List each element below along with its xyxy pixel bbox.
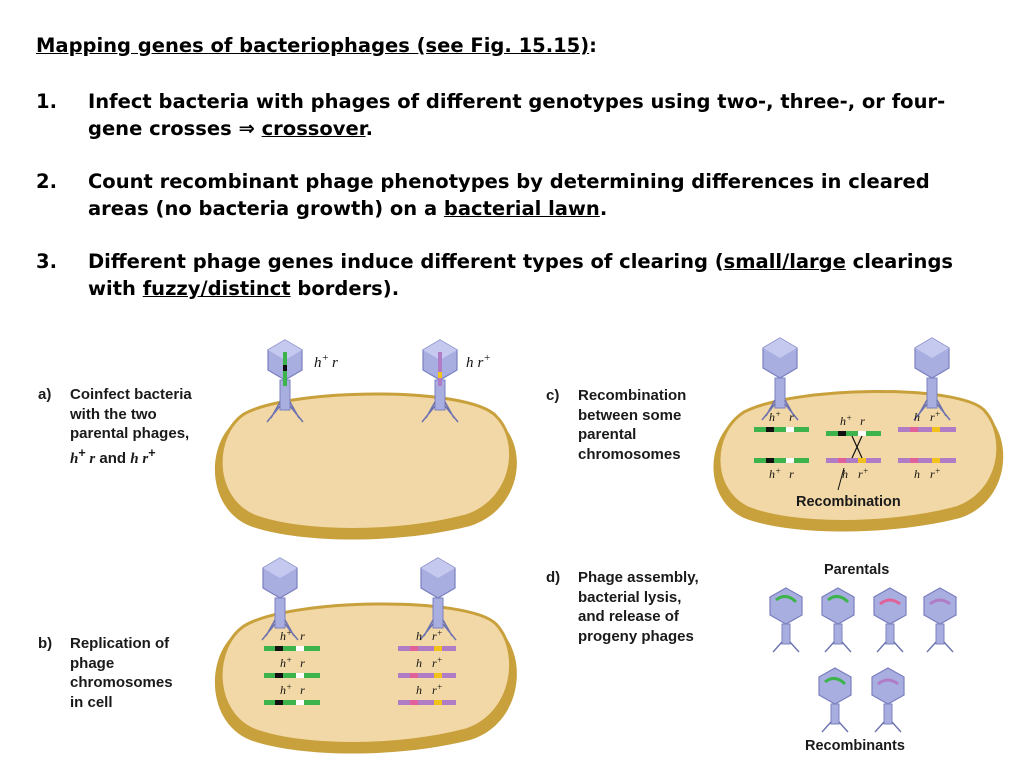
caption-line: Phage assembly, (578, 569, 699, 586)
term-small-large: small/large (723, 250, 846, 273)
svg-text:h+r: h+r (280, 682, 305, 697)
step-number: 2. (36, 170, 57, 193)
chromosome-icon (438, 352, 442, 386)
panel-letter: a) (38, 386, 52, 403)
svg-text:hr+: hr+ (416, 655, 443, 670)
step-1: 1. Infect bacteria with phages of differ… (36, 88, 996, 142)
panel-letter: c) (546, 387, 560, 404)
caption-line: and release of (578, 608, 679, 625)
caption-line: parental phages, (70, 425, 190, 442)
term-bacterial-lawn: bacterial lawn (443, 197, 600, 220)
step-2: 2. Count recombinant phage phenotypes by… (36, 168, 996, 222)
step-text: Count recombinant phage phenotypes by de… (88, 168, 996, 222)
caption-line: Recombination (578, 387, 687, 404)
page-title-suffix: : (589, 34, 597, 57)
recombination-label: Recombination (796, 494, 901, 510)
caption-line: Replication of (70, 635, 170, 652)
caption-line: parental (578, 426, 637, 443)
svg-text:h+r: h+r (280, 628, 305, 643)
svg-text:hr+: hr+ (842, 466, 869, 481)
step-text: Infect bacteria with phages of different… (88, 88, 996, 142)
svg-text:hr+: hr+ (914, 466, 941, 481)
step-text-part: Count recombinant phage phenotypes by de… (88, 170, 930, 220)
panel-d-caption: d) Phage assembly, bacterial lysis, and … (546, 568, 699, 646)
step-number: 1. (36, 90, 57, 113)
svg-text:h+r: h+r (769, 409, 794, 424)
step-text-part: . (365, 117, 374, 140)
caption-line: bacterial lysis, (578, 588, 682, 606)
caption-line: in cell (70, 693, 113, 711)
panel-b-caption: b) Replication of phage chromosomes in c… (38, 634, 173, 712)
step-text-part: clearings with (88, 250, 954, 300)
svg-text:hr+: hr+ (416, 628, 443, 643)
step-text-part: Infect bacteria with phages of different… (88, 90, 946, 140)
caption-line: with the two (70, 405, 157, 423)
caption-line: phage (70, 654, 115, 672)
caption-line: between some (578, 406, 682, 424)
caption-line: h+ r and h r+ (70, 445, 156, 467)
step-number: 3. (36, 250, 57, 273)
step-text: Different phage genes induce different t… (88, 248, 996, 302)
caption-line: chromosomes (578, 445, 681, 463)
phage-icon (873, 587, 907, 653)
svg-text:hr+: hr+ (914, 409, 941, 424)
caption-line: Coinfect bacteria (70, 386, 192, 403)
term-fuzzy-distinct: fuzzy/distinct (142, 277, 291, 300)
phage-icon (871, 667, 905, 733)
genotype-label: h+r (314, 352, 338, 371)
parentals-label: Parentals (824, 562, 889, 578)
recombinants-label: Recombinants (805, 738, 905, 754)
step-text-part: Different phage genes induce different t… (88, 250, 724, 273)
step-text-part: borders). (290, 277, 400, 300)
step-3: 3. Different phage genes induce differen… (36, 248, 996, 302)
phage-icon (923, 587, 957, 653)
step-text-part: . (599, 197, 608, 220)
page-title-text: Mapping genes of bacteriophages (see Fig… (36, 34, 590, 57)
svg-text:h+r: h+r (840, 413, 865, 428)
svg-text:h+r: h+r (280, 655, 305, 670)
progeny-phages: Parentals Recombinants (769, 562, 957, 754)
steps-list: 1. Infect bacteria with phages of differ… (36, 88, 996, 328)
page-title: Mapping genes of bacteriophages (see Fig… (36, 34, 597, 57)
svg-text:hr+: hr+ (416, 682, 443, 697)
svg-text:h+r: h+r (769, 466, 794, 481)
caption-line: chromosomes (70, 674, 173, 691)
term-crossover: crossover (261, 117, 366, 140)
panel-letter: d) (546, 569, 561, 586)
panel-letter: b) (38, 635, 53, 652)
panel-a-caption: a) Coinfect bacteria with the two parent… (38, 385, 192, 469)
panel-c-caption: c) Recombination between some parental c… (546, 386, 686, 464)
caption-line: progeny phages (578, 627, 694, 645)
